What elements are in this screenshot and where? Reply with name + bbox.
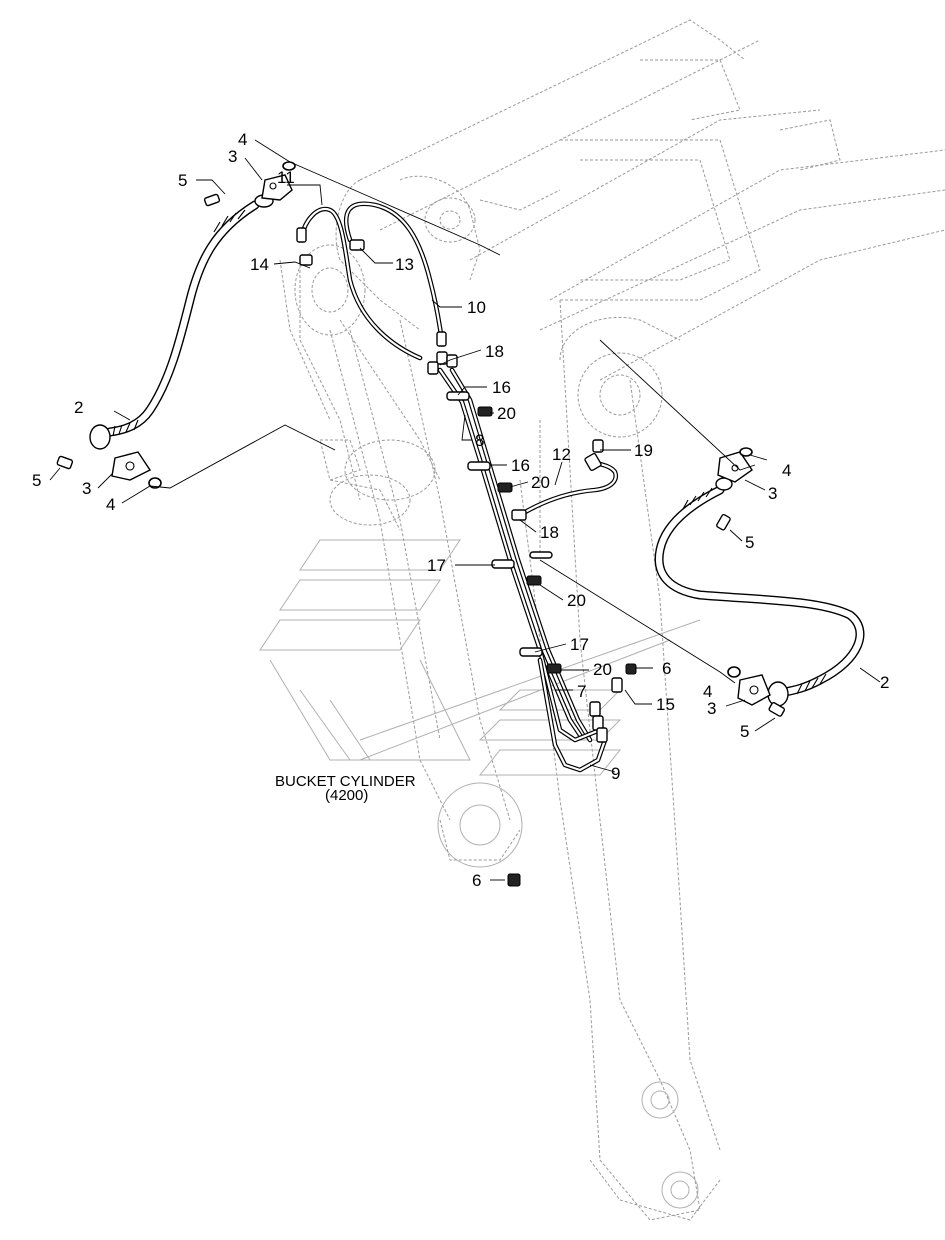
callout: 19 xyxy=(634,441,653,460)
callout: 5 xyxy=(740,722,749,741)
callout: 5 xyxy=(32,471,41,490)
bucket-cylinder-caption: BUCKET CYLINDER (4200) xyxy=(275,773,416,804)
callout: 20 xyxy=(567,591,586,610)
callout-labels: 4 3 5 11 14 13 10 18 16 20 2 8 16 20 5 3… xyxy=(32,130,889,890)
callout: 4 xyxy=(238,130,247,149)
callout: 7 xyxy=(577,682,586,701)
tube-9 xyxy=(537,657,608,773)
caption-line-1: BUCKET CYLINDER xyxy=(275,773,416,790)
callout: 3 xyxy=(707,699,716,718)
leader-lines xyxy=(49,139,881,881)
callout: 4 xyxy=(782,461,791,480)
caption-line-2: (4200) xyxy=(325,787,368,804)
callout: 3 xyxy=(82,479,91,498)
callout: 20 xyxy=(497,404,516,423)
callout: 13 xyxy=(395,255,414,274)
callout: 11 xyxy=(277,168,295,187)
callout: 4 xyxy=(703,682,712,701)
tube-7 xyxy=(537,647,603,743)
callout: 17 xyxy=(570,635,589,654)
callout: 8 xyxy=(475,431,484,450)
callout: 16 xyxy=(511,456,530,475)
callout: 12 xyxy=(552,445,571,464)
callout: 18 xyxy=(540,523,559,542)
callout: 17 xyxy=(427,556,446,575)
boom-structure xyxy=(294,19,945,501)
callout: 6 xyxy=(662,659,671,678)
callout: 10 xyxy=(467,298,486,317)
hose-right xyxy=(654,477,865,707)
callout: 16 xyxy=(492,378,511,397)
callout: 2 xyxy=(880,673,889,692)
callout: 9 xyxy=(611,764,620,783)
split-flange-bottom-left xyxy=(56,451,162,489)
split-flange-top-right xyxy=(716,447,753,531)
callout: 5 xyxy=(178,171,187,190)
callout: 18 xyxy=(485,342,504,361)
small-fittings xyxy=(299,239,637,887)
callout: 15 xyxy=(656,695,675,714)
callout: 5 xyxy=(745,533,754,552)
tube-11 xyxy=(296,206,423,361)
callout: 20 xyxy=(531,473,550,492)
callout: 3 xyxy=(768,484,777,503)
callout: 4 xyxy=(106,495,115,514)
tube-10 xyxy=(343,201,447,347)
bucket-cylinder-outline xyxy=(279,259,523,868)
callout: 2 xyxy=(74,398,83,417)
callout: 6 xyxy=(472,871,481,890)
bolts xyxy=(477,406,562,674)
callout: 14 xyxy=(250,255,269,274)
split-flange-bottom-right xyxy=(727,666,786,717)
hose-left xyxy=(89,194,274,450)
tube-12 xyxy=(517,452,618,518)
callout: 20 xyxy=(593,660,612,679)
clamps xyxy=(446,391,553,657)
arm-outline xyxy=(519,299,721,1221)
split-flange-top-left xyxy=(203,161,296,207)
callout: 3 xyxy=(228,147,237,166)
bucket-cylinder-ghost-plates xyxy=(259,539,701,776)
